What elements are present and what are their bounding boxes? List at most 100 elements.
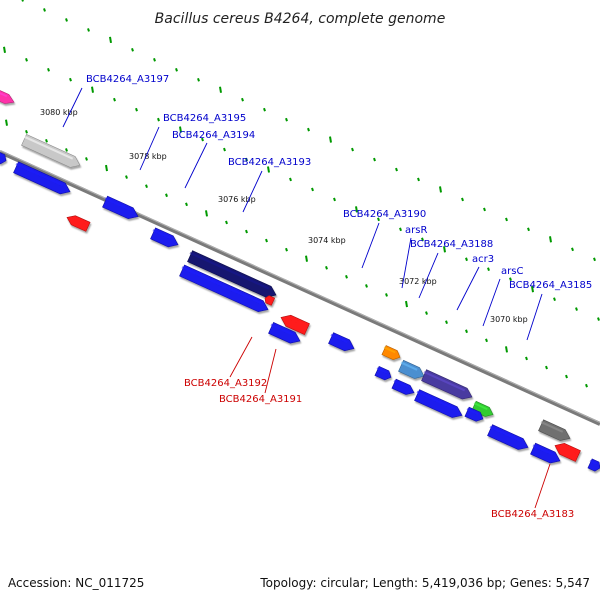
tick-mark bbox=[47, 67, 50, 72]
label-leader-line bbox=[526, 293, 543, 341]
tick-mark bbox=[69, 77, 72, 82]
tick-mark bbox=[43, 8, 46, 12]
gene-arrow bbox=[0, 90, 15, 104]
tick-mark bbox=[545, 365, 548, 370]
tick-mark bbox=[329, 136, 332, 143]
tick-mark bbox=[575, 307, 578, 311]
tick-mark bbox=[125, 175, 128, 179]
tick-mark bbox=[305, 255, 308, 262]
tick-label: 3072 kbp bbox=[399, 277, 437, 286]
tick-label: 3078 kbp bbox=[129, 152, 167, 161]
tick-mark bbox=[461, 197, 464, 202]
gene-arrow bbox=[374, 366, 392, 381]
tick-mark bbox=[373, 157, 376, 162]
tick-label: 3080 kbp bbox=[40, 108, 78, 117]
tick-mark bbox=[333, 197, 336, 202]
tick-mark bbox=[205, 210, 208, 217]
gene-arrow bbox=[398, 359, 425, 379]
tick-mark bbox=[505, 346, 508, 353]
tick-label: 3074 kbp bbox=[308, 236, 346, 245]
label-leader-line bbox=[361, 222, 380, 269]
tick-mark bbox=[113, 97, 116, 102]
tick-mark bbox=[417, 177, 420, 182]
tick-mark bbox=[505, 217, 508, 222]
tick-mark bbox=[405, 300, 408, 308]
tick-mark bbox=[585, 383, 588, 388]
tick-mark bbox=[85, 157, 88, 161]
tick-mark bbox=[185, 202, 188, 207]
gene-labels: BCB4264_A3197BCB4264_A3195BCB4264_A3194B… bbox=[86, 74, 592, 520]
label-leader-line bbox=[62, 87, 83, 128]
gene-arrow bbox=[421, 369, 473, 400]
gene-label: BCB4264_A3192 bbox=[184, 378, 267, 389]
gene-arrow bbox=[391, 378, 415, 395]
gene-arrow bbox=[0, 152, 7, 165]
tick-mark bbox=[153, 57, 156, 62]
gene-arrow bbox=[538, 419, 571, 441]
tick-mark bbox=[25, 57, 28, 62]
label-leader-line bbox=[418, 252, 439, 299]
gene-arrow bbox=[268, 322, 301, 344]
label-leader-line bbox=[482, 278, 501, 327]
tick-mark bbox=[165, 193, 168, 198]
tick-mark bbox=[285, 117, 288, 122]
gene-arrow bbox=[381, 345, 401, 361]
tick-mark bbox=[525, 356, 528, 361]
label-leader-line bbox=[242, 170, 263, 213]
gene-arrow bbox=[328, 332, 355, 352]
tick-mark bbox=[179, 126, 182, 133]
gene-label: arsC bbox=[501, 266, 523, 277]
gene-arrow bbox=[102, 195, 139, 220]
tick-mark bbox=[385, 293, 388, 297]
gene-label: BCB4264_A3197 bbox=[86, 74, 169, 85]
tick-mark bbox=[465, 257, 468, 262]
gene-arrow bbox=[414, 389, 463, 418]
label-leader-line bbox=[229, 336, 253, 378]
tick-mark bbox=[5, 119, 8, 126]
tick-mark bbox=[65, 18, 68, 22]
map-title: Bacillus cereus B4264, complete genome bbox=[155, 11, 446, 27]
tick-mark bbox=[157, 117, 160, 122]
tick-mark bbox=[487, 267, 490, 272]
tick-mark bbox=[245, 229, 248, 234]
tick-mark bbox=[597, 317, 600, 321]
tick-mark bbox=[399, 227, 402, 232]
gene-arrow bbox=[13, 161, 71, 195]
tick-mark bbox=[21, 0, 24, 2]
tick-mark bbox=[485, 338, 488, 343]
tick-mark bbox=[225, 220, 228, 225]
gene-arrow bbox=[280, 314, 310, 335]
tick-label: 3076 kbp bbox=[218, 195, 256, 204]
tick-mark bbox=[109, 36, 112, 44]
tick-mark bbox=[245, 157, 248, 162]
label-leaders bbox=[62, 87, 551, 509]
tick-mark bbox=[377, 217, 380, 222]
tick-mark bbox=[87, 28, 90, 32]
label-leader-line bbox=[401, 237, 412, 289]
tick-mark bbox=[25, 129, 28, 134]
gene-label: BCB4264_A3183 bbox=[491, 509, 574, 520]
tick-mark bbox=[565, 374, 568, 379]
backbone-line bbox=[0, 150, 600, 426]
label-leader-line bbox=[184, 142, 208, 189]
gene-arrow bbox=[179, 264, 269, 313]
gene-label: BCB4264_A3194 bbox=[172, 130, 255, 141]
tick-mark bbox=[267, 166, 270, 173]
gene-arrow bbox=[554, 442, 581, 462]
accession-text: Accession: NC_011725 bbox=[8, 576, 144, 590]
tick-mark bbox=[241, 97, 244, 102]
tick-mark bbox=[345, 275, 348, 279]
tick-mark bbox=[421, 237, 424, 242]
tick-mark bbox=[325, 265, 328, 270]
tick-mark bbox=[45, 139, 48, 143]
backbone-highlight bbox=[0, 150, 600, 423]
tick-rows bbox=[3, 0, 600, 388]
tick-mark bbox=[355, 206, 358, 213]
tick-mark bbox=[285, 247, 288, 252]
tick-mark bbox=[3, 46, 6, 53]
tick-mark bbox=[483, 207, 486, 212]
gene-arrow bbox=[21, 134, 81, 168]
gene-label: BCB4264_A3188 bbox=[410, 239, 493, 250]
tick-mark bbox=[65, 148, 68, 152]
